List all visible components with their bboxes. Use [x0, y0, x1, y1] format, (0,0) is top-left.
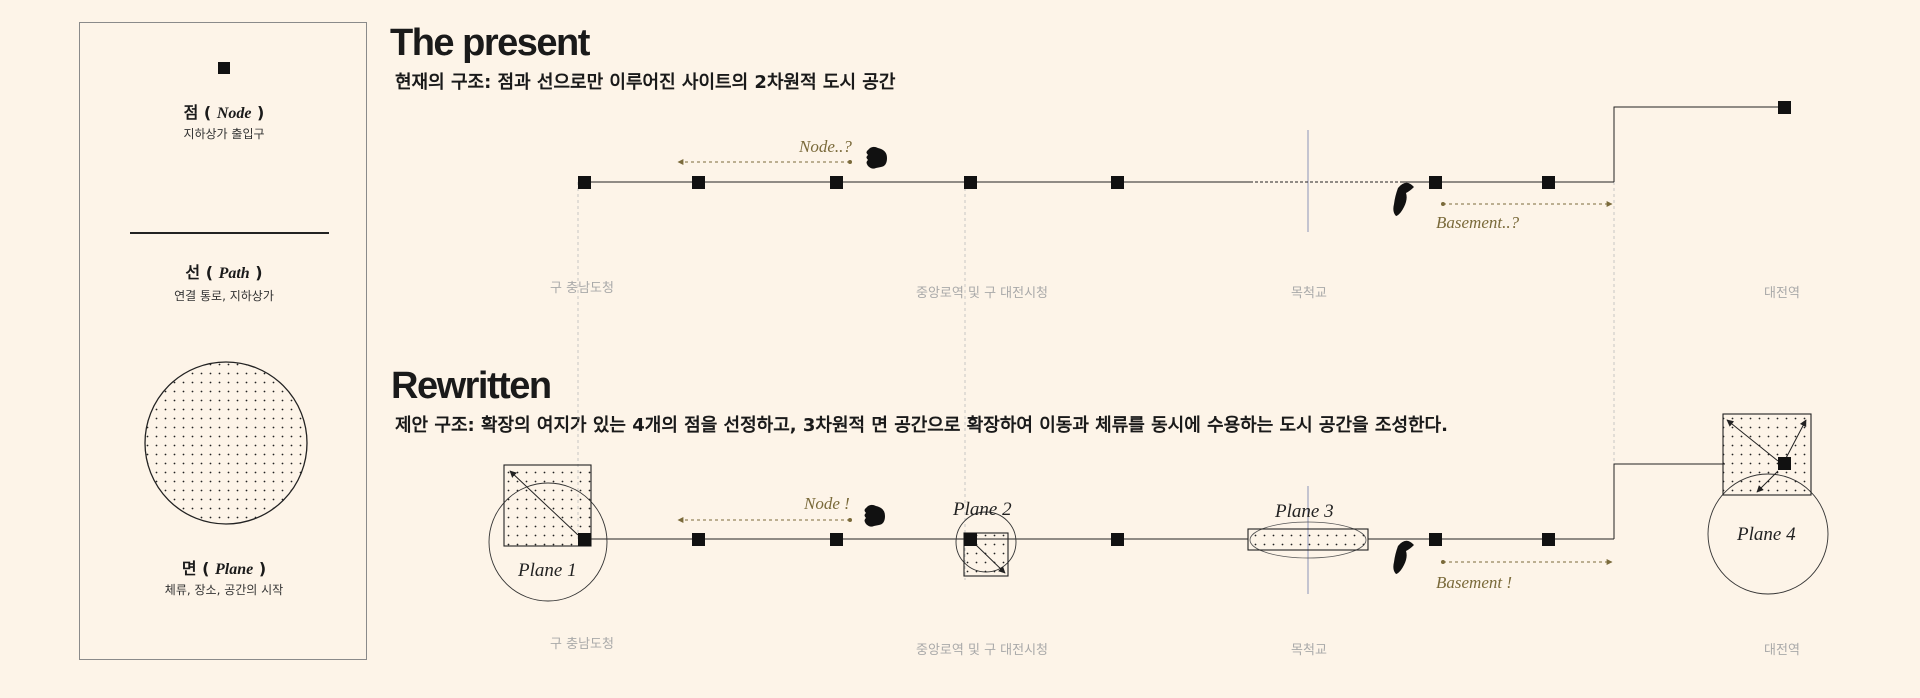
station-guides: [577, 130, 1615, 594]
walking-person-icon: [864, 504, 885, 527]
present-node-annotation: Node..?: [677, 137, 887, 169]
present-nodes: [578, 101, 1791, 189]
station-label: 대전역: [1764, 286, 1800, 301]
station-label: 대전역: [1764, 643, 1800, 658]
plane-3-label: Plane 3: [1274, 501, 1334, 522]
plane-legend-desc: 체류, 장소, 공간의 시작: [164, 583, 284, 597]
node-legend-icon: [218, 62, 230, 74]
present-title: The present: [390, 22, 590, 64]
node-legend-title: 점 ( Node ): [183, 103, 265, 122]
rewritten-basement-annotation: Basement !: [1393, 540, 1613, 592]
path-legend-term: Path: [218, 265, 250, 282]
present-basement-annotation: Basement..?: [1393, 182, 1613, 232]
station-label: 구 충남도청: [550, 281, 614, 296]
present-basement-label: Basement..?: [1436, 213, 1520, 232]
present-station-labels: 구 충남도청 중앙로역 및 구 대전시청 목척교 대전역: [550, 281, 1800, 301]
path-legend-title: 선 ( Path ): [185, 263, 263, 282]
rewritten-station-labels: 구 충남도청 중앙로역 및 구 대전시청 목척교 대전역: [550, 637, 1800, 658]
plane-legend-title: 면 ( Plane ): [181, 559, 267, 578]
plane-4-label: Plane 4: [1736, 524, 1796, 545]
plane-legend-icon: [144, 361, 308, 525]
station-label: 중앙로역 및 구 대전시청: [916, 643, 1048, 658]
path-legend-icon: [130, 232, 329, 234]
present-diagram: Node..? Basement..? 구 충남도청 중앙로역 및 구 대전시청…: [550, 101, 1800, 301]
rewritten-node-annotation: Node !: [677, 494, 885, 527]
present-subtitle: 현재의 구조: 점과 선으로만 이루어진 사이트의 2차원적 도시 공간: [395, 72, 896, 93]
plane-1: Plane 1: [488, 464, 608, 602]
rewritten-diagram: Plane 1 Plane 2 Plane 3 Plane 4: [488, 413, 1829, 658]
station-label: 중앙로역 및 구 대전시청: [916, 286, 1048, 301]
rewritten-subtitle: 제안 구조: 확장의 여지가 있는 4개의 점을 선정하고, 3차원적 면 공간…: [395, 415, 1448, 436]
rewritten-node-label: Node !: [803, 494, 850, 513]
plane-2-label: Plane 2: [952, 499, 1012, 520]
walking-person-icon: [866, 146, 887, 169]
plane-4: Plane 4: [1707, 413, 1829, 595]
rewritten-title: Rewritten: [391, 365, 552, 407]
present-node-label: Node..?: [798, 137, 852, 156]
descending-person-icon: [1393, 182, 1414, 216]
rewritten-nodes: [578, 457, 1791, 546]
plane-1-label: Plane 1: [517, 560, 577, 581]
station-label: 목척교: [1291, 643, 1327, 658]
node-legend-desc: 지하상가 출입구: [183, 127, 265, 141]
plane-3: Plane 3: [1247, 501, 1369, 559]
descending-person-icon: [1393, 540, 1414, 574]
legend-panel: 점 ( Node ) 지하상가 출입구 선 ( Path ) 연결 통로, 지하…: [79, 22, 367, 660]
path-legend-desc: 연결 통로, 지하상가: [174, 289, 274, 303]
plane-legend-term: Plane: [215, 561, 254, 578]
plane-2: Plane 2: [952, 499, 1017, 577]
rewritten-basement-label: Basement !: [1436, 573, 1512, 592]
station-label: 목척교: [1291, 286, 1327, 301]
node-legend-term: Node: [216, 105, 252, 122]
station-label: 구 충남도청: [550, 637, 614, 652]
